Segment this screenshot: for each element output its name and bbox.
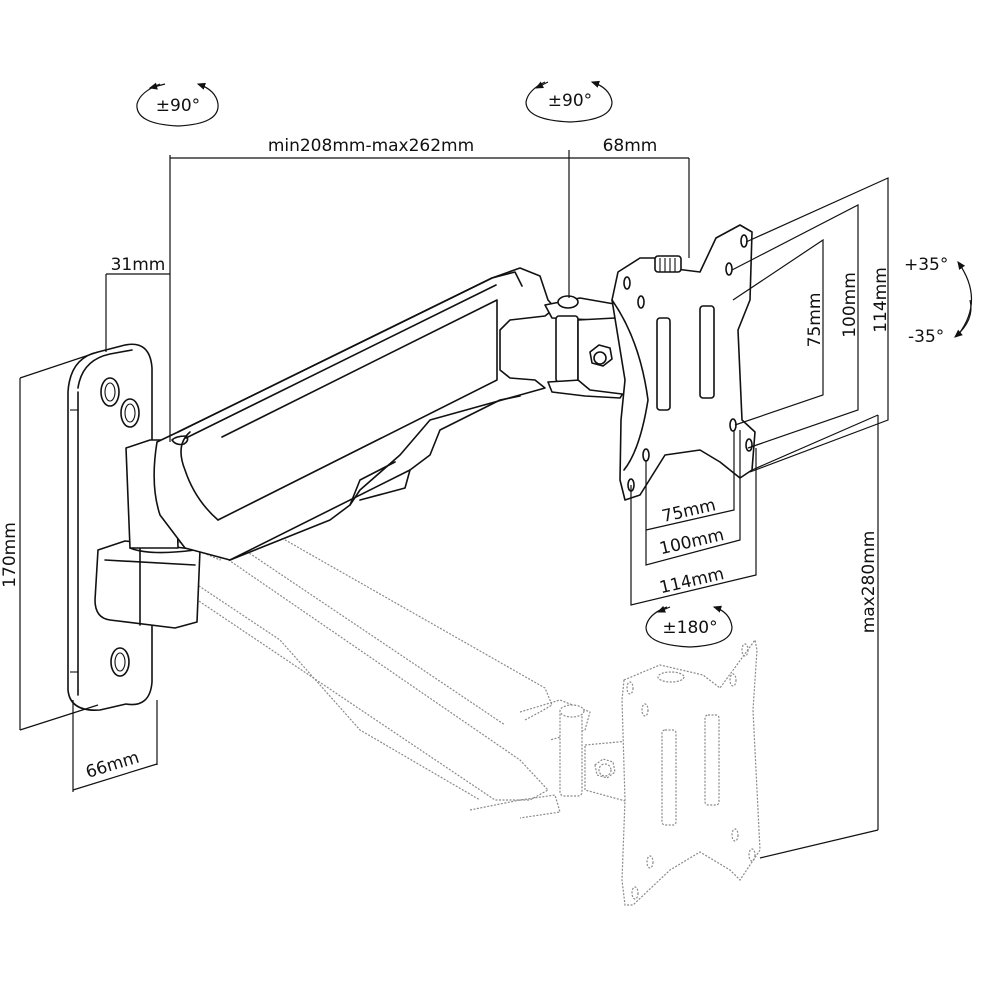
tilt-down-label: -35° <box>908 327 944 347</box>
rotation-label: ±180° <box>662 618 717 638</box>
wall-depth-label: 31mm <box>111 255 166 275</box>
vesa-plate-lower <box>559 638 761 906</box>
head-offset-label: 68mm <box>603 136 658 156</box>
wall-swivel-label: ±90° <box>156 96 200 116</box>
screw-hole-icon <box>100 377 120 407</box>
slot-icon <box>699 305 715 399</box>
vesa-plate-upper <box>611 224 756 501</box>
screw-hole-icon <box>120 398 140 428</box>
vesa-horizontal-114-label: 114mm <box>658 564 726 598</box>
slot-icon <box>656 317 671 411</box>
plate-height-label: 170mm <box>0 522 20 588</box>
screw-hole-icon <box>110 647 130 677</box>
vesa-vertical-114-label: 114mm <box>871 267 891 333</box>
height-adjust-label: max280mm <box>859 531 879 634</box>
rotation-head-swivel: ±90° <box>525 80 613 123</box>
vesa-vertical-75-label: 75mm <box>805 293 825 348</box>
vesa-vertical-100-label: 100mm <box>840 272 860 338</box>
dimension-lines <box>19 150 889 859</box>
rotation-tilt: +35° -35° <box>904 255 973 347</box>
tension-knob-icon <box>654 255 682 273</box>
arm-reach-label: min208mm-max262mm <box>268 136 474 156</box>
vesa-horizontal-75-label: 75mm <box>660 495 718 527</box>
rotation-wall-swivel: ±90° <box>136 82 219 127</box>
arm-upper <box>153 267 556 561</box>
tilt-up-label: +35° <box>904 255 948 275</box>
rotation-plate: ±180° <box>645 605 733 648</box>
pivot-cap-icon <box>557 295 579 309</box>
head-swivel-label: ±90° <box>548 91 592 111</box>
vesa-horizontal-100-label: 100mm <box>658 525 726 559</box>
